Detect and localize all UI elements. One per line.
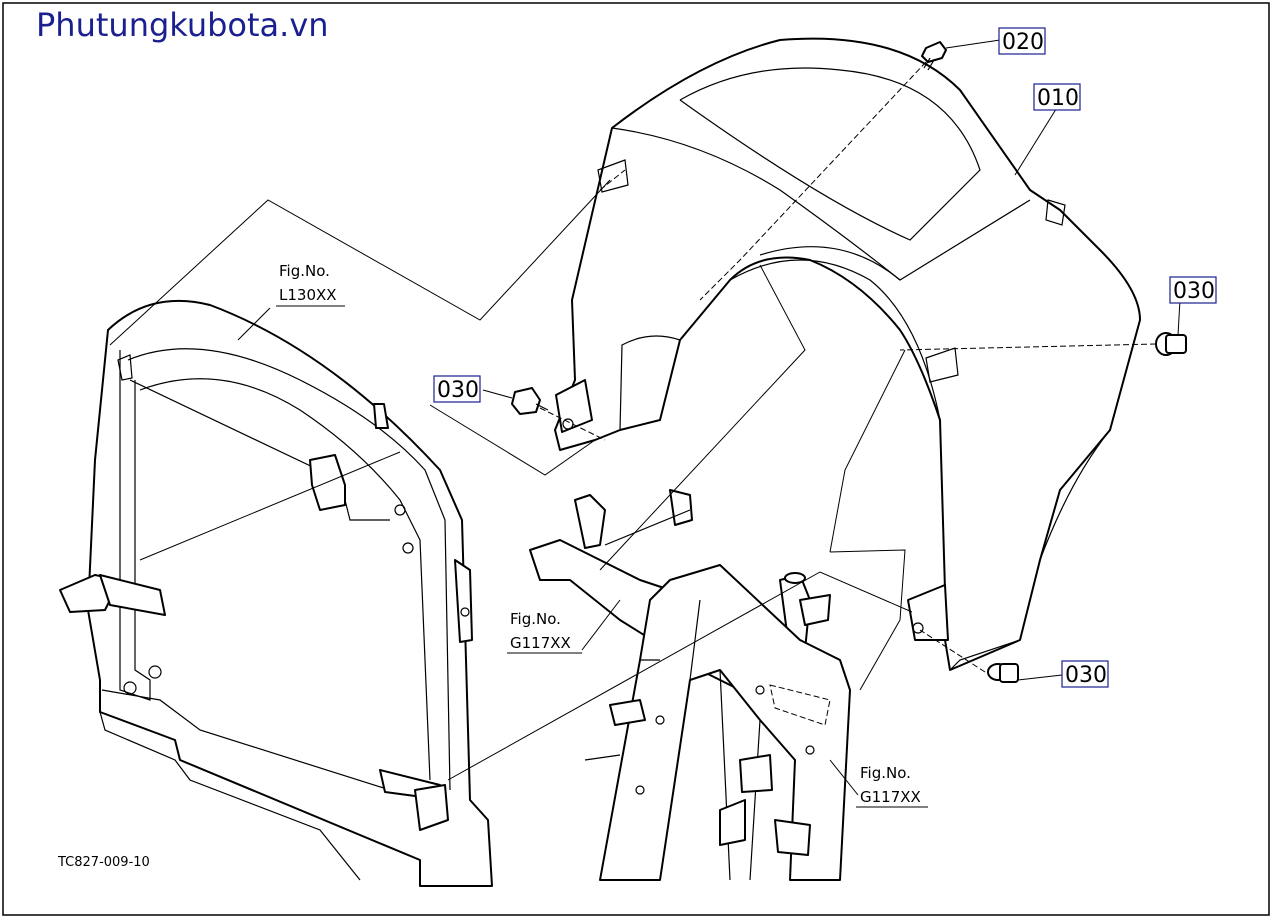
label-030-bottom: 030 [1061, 660, 1109, 688]
bolt-020 [921, 41, 947, 71]
bolt-030-bottom [987, 663, 1019, 683]
svg-text:030: 030 [1065, 663, 1107, 688]
svg-text:Fig.No.: Fig.No. [510, 610, 561, 628]
radiator-frame-assembly [59, 299, 493, 887]
svg-text:G117XX: G117XX [860, 788, 921, 806]
label-030-right: 030 [1169, 276, 1217, 304]
label-010: 010 [1033, 83, 1081, 111]
svg-text:Fig.No.: Fig.No. [860, 764, 911, 782]
leader-lines [109, 39, 1181, 796]
svg-text:030: 030 [437, 378, 479, 403]
drawing-code: TC827-009-10 [57, 855, 150, 870]
fig-ref-g117xx-right: Fig.No. G117XX [856, 764, 928, 808]
centerlines [539, 61, 1157, 673]
svg-text:030: 030 [1173, 279, 1215, 304]
fig-ref-l130xx: Fig.No. L130XX [276, 262, 345, 307]
label-020: 020 [998, 27, 1046, 55]
bolt-030-right [1155, 332, 1187, 356]
bolt-030-left [511, 387, 549, 415]
svg-text:Fig.No.: Fig.No. [279, 262, 330, 280]
svg-text:G117XX: G117XX [510, 634, 571, 652]
hood-shroud-part-010 [554, 37, 1141, 671]
label-030-left: 030 [433, 375, 481, 403]
fig-ref-g117xx-center: Fig.No. G117XX [507, 610, 582, 654]
watermark-text: Phutungkubota.vn [36, 6, 329, 44]
support-frame-assembly [529, 489, 851, 881]
svg-text:L130XX: L130XX [279, 286, 337, 304]
svg-text:020: 020 [1002, 30, 1044, 55]
svg-text:010: 010 [1037, 86, 1079, 111]
